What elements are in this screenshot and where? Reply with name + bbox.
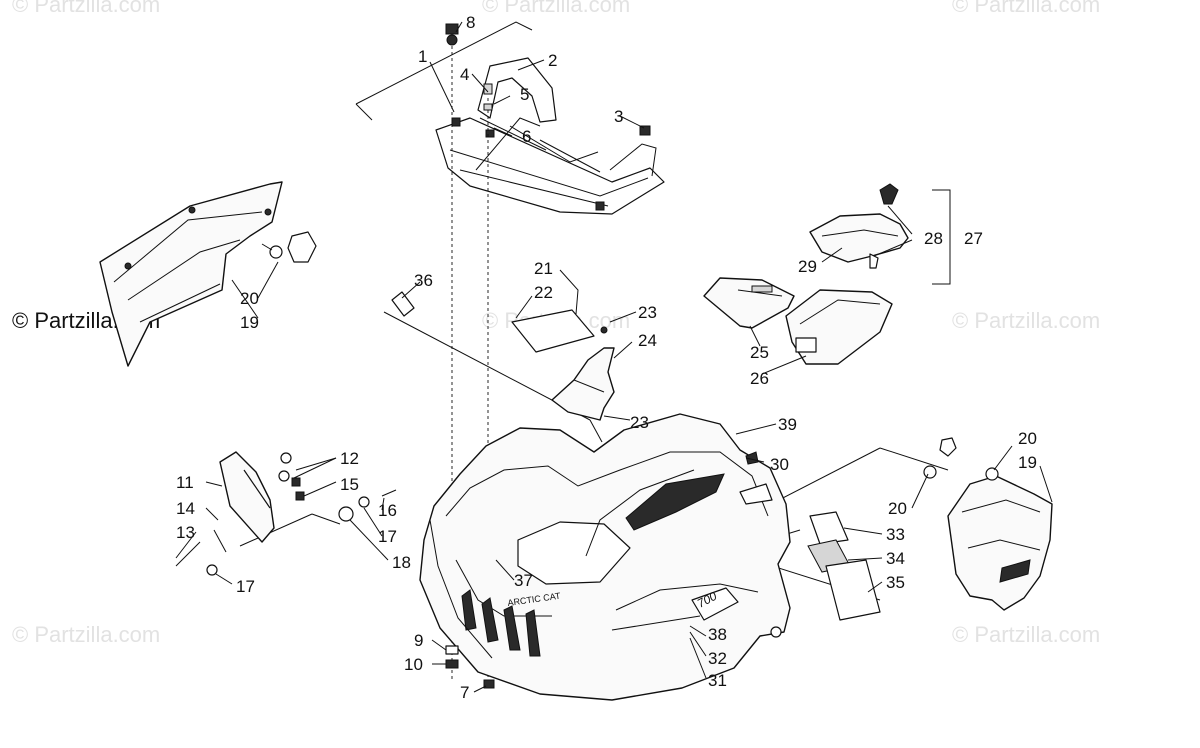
- headlight-cover: [175, 451, 397, 576]
- callout-10: 10: [404, 655, 423, 674]
- right-side-panel: [923, 437, 1053, 611]
- front-hood: [419, 413, 791, 701]
- callout-25: 25: [750, 343, 769, 362]
- watermark-bottom-left: © Partzilla.com: [12, 622, 160, 647]
- callout-28: 28: [924, 229, 943, 248]
- callout-23b: 23: [630, 413, 649, 432]
- callout-16: 16: [378, 501, 397, 520]
- callout-20a: 20: [240, 289, 259, 308]
- decal-plate: [511, 309, 595, 353]
- group-bracket-27: [932, 189, 951, 285]
- callout-14: 14: [176, 499, 195, 518]
- callout-17b: 17: [236, 577, 255, 596]
- storage-bin: [785, 289, 893, 365]
- callout-19b: 19: [1018, 453, 1037, 472]
- callout-5: 5: [520, 85, 529, 104]
- callout-4: 4: [460, 65, 469, 84]
- decal-set: [807, 511, 881, 621]
- callout-34: 34: [886, 549, 905, 568]
- callout-27: 27: [964, 229, 983, 248]
- callout-33: 33: [886, 525, 905, 544]
- callout-24: 24: [638, 331, 657, 350]
- callout-20c: 20: [888, 499, 907, 518]
- watermark-mid-right: © Partzilla.com: [952, 308, 1100, 333]
- callout-22: 22: [534, 283, 553, 302]
- bracket-24: [551, 326, 615, 421]
- watermark-bottom-right: © Partzilla.com: [952, 622, 1100, 647]
- callout-17a: 17: [378, 527, 397, 546]
- watermark-top-left: © Partzilla.com: [12, 0, 160, 17]
- decal-36: [391, 291, 415, 317]
- storage-tray: [703, 277, 795, 329]
- callout-11: 11: [176, 473, 194, 492]
- leader-lines: [175, 21, 1053, 693]
- left-side-panel: [99, 181, 317, 367]
- callout-38: 38: [708, 625, 727, 644]
- callout-3: 3: [614, 107, 623, 126]
- callout-29: 29: [798, 257, 817, 276]
- callout-32: 32: [708, 649, 727, 668]
- callout-8: 8: [466, 13, 475, 32]
- callout-37: 37: [514, 571, 533, 590]
- bottom-hardware: [445, 23, 495, 689]
- callout-1: 1: [418, 47, 427, 66]
- callout-35: 35: [886, 573, 905, 592]
- callout-7: 7: [460, 683, 469, 702]
- callout-23a: 23: [638, 303, 657, 322]
- callout-20b: 20: [1018, 429, 1037, 448]
- callout-18: 18: [392, 553, 411, 572]
- callout-9: 9: [414, 631, 423, 650]
- callout-15: 15: [340, 475, 359, 494]
- watermark-top-center: © Partzilla.com: [482, 0, 630, 17]
- callout-2: 2: [548, 51, 557, 70]
- callout-21: 21: [534, 259, 553, 278]
- callout-31: 31: [708, 671, 727, 690]
- callout-36: 36: [414, 271, 433, 290]
- callout-39: 39: [778, 415, 797, 434]
- storage-lid: [809, 183, 909, 269]
- callout-30: 30: [770, 455, 789, 474]
- callouts: 1 2 3 4 5 6 7 8 9 10 11 12 13 14 15 16 1…: [176, 13, 1037, 702]
- callout-26: 26: [750, 369, 769, 388]
- callout-13: 13: [176, 523, 195, 542]
- watermark-top-right: © Partzilla.com: [952, 0, 1100, 17]
- callout-6: 6: [522, 127, 531, 146]
- callout-12: 12: [340, 449, 359, 468]
- callout-19a: 19: [240, 313, 259, 332]
